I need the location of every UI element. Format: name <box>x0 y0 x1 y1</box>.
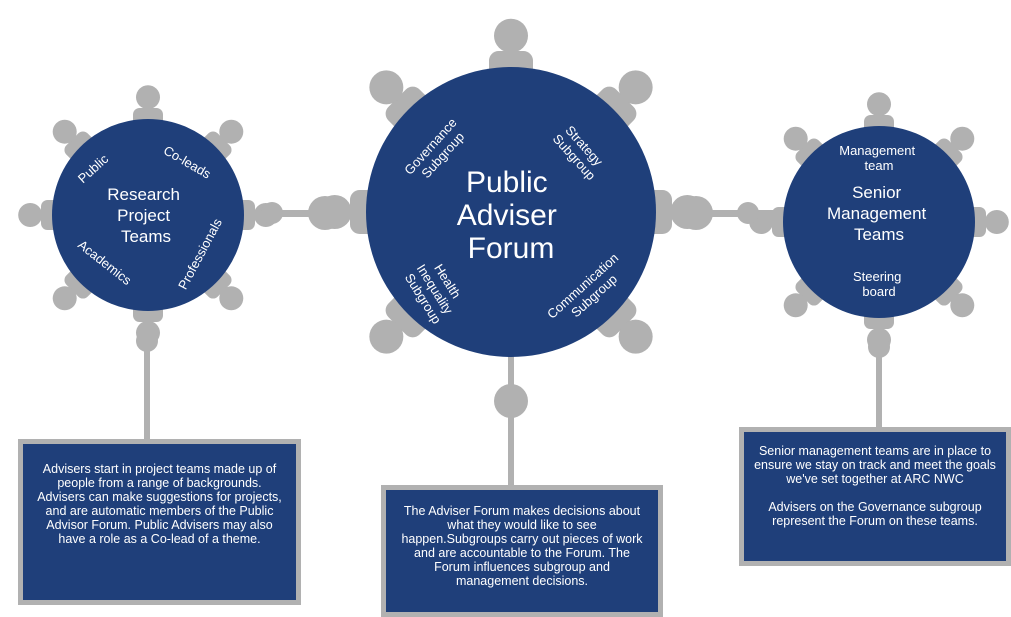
connector-right-box <box>876 330 882 430</box>
chair-back <box>783 293 808 318</box>
table-public-adviser-forum <box>366 67 656 357</box>
connector-left-box <box>144 330 150 442</box>
chair-back <box>52 119 77 144</box>
table-senior-management-teams <box>783 126 975 318</box>
table-title: Public Adviser Forum <box>457 166 565 265</box>
connector-center-right <box>650 210 790 217</box>
connector-node <box>136 330 158 352</box>
description-text: Advisers on the Governance subgroup repr… <box>768 500 982 528</box>
chair-back <box>783 126 808 151</box>
label-management-team: Management team <box>839 143 919 173</box>
chair-back <box>984 210 1009 234</box>
description-text: Advisers start in project teams made up … <box>37 462 282 546</box>
chair-back <box>618 319 653 354</box>
connector-node <box>308 196 342 230</box>
chair-back <box>369 70 404 105</box>
chair-back <box>867 92 891 117</box>
chair-back <box>494 18 528 53</box>
description-box-research-teams: Advisers start in project teams made up … <box>18 439 301 605</box>
chair-back <box>950 293 975 318</box>
description-text: Senior management teams are in place to … <box>754 444 996 486</box>
chair-back <box>219 119 244 144</box>
chair-back <box>136 85 160 110</box>
chair-back <box>618 70 653 105</box>
chair-back <box>52 286 77 311</box>
table-title: Research Project Teams <box>107 185 185 246</box>
connector-node <box>737 202 759 224</box>
table-title: Senior Management Teams <box>827 183 931 244</box>
chair-back <box>950 126 975 151</box>
table-research-project-teams <box>52 119 244 311</box>
chair-back <box>18 203 43 227</box>
chair-back <box>219 286 244 311</box>
description-text: The Adviser Forum makes decisions about … <box>401 504 643 588</box>
description-box-adviser-forum: The Adviser Forum makes decisions about … <box>381 485 663 617</box>
description-box-senior-management: Senior management teams are in place to … <box>739 427 1011 566</box>
connector-node <box>868 336 890 358</box>
label-steering-board: Steering board <box>853 269 905 299</box>
connector-node <box>679 196 713 230</box>
connector-node <box>494 384 528 418</box>
connector-node <box>261 202 283 224</box>
connectors <box>136 196 890 488</box>
chair-back <box>369 319 404 354</box>
